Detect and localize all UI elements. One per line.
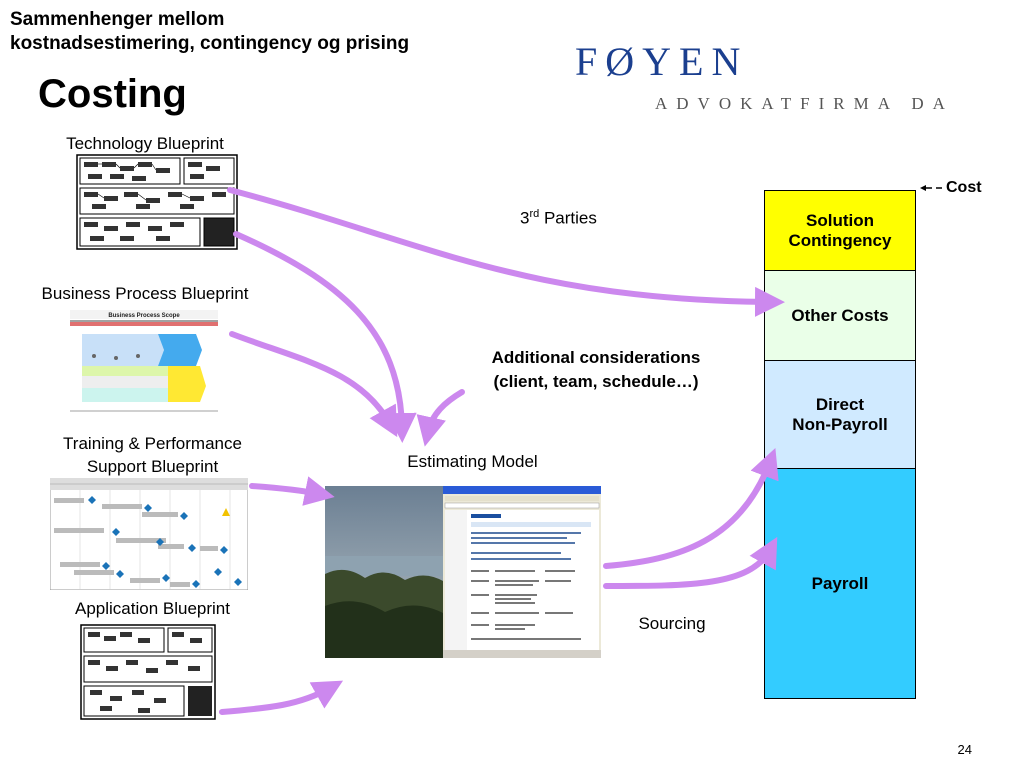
- cost-label: Cost: [920, 179, 982, 197]
- arrow-business-process-to-estimating-model: [229, 331, 398, 438]
- segment-label: Other Costs: [791, 305, 889, 325]
- training-label-line-1: Training & Performance: [63, 434, 242, 453]
- arrow-estimating-to-direct-non-payroll: [603, 448, 779, 569]
- technology-blueprint-thumbnail: [76, 154, 238, 250]
- arrow-estimating-to-payroll: [603, 536, 778, 589]
- segment-label-line-2: Non-Payroll: [792, 414, 888, 434]
- business-process-diagram: Business Process Scope: [68, 306, 220, 418]
- technology-blueprint-diagram: [76, 154, 238, 250]
- estimating-model-label: Estimating Model: [407, 452, 538, 471]
- business-process-blueprint-label: Business Process Blueprint: [41, 284, 249, 303]
- payroll-segment: Payroll: [764, 468, 916, 699]
- segment-label: Payroll: [811, 573, 869, 593]
- application-blueprint-label: Application Blueprint: [75, 599, 230, 618]
- slide-title: Costing: [38, 72, 187, 116]
- training-blueprint-label: Training & Performance Support Blueprint: [30, 432, 275, 478]
- additional-considerations-line-2: (client, team, schedule…): [493, 372, 699, 391]
- foyen-logo: FØYEN: [575, 39, 749, 84]
- training-blueprint-thumbnail: [50, 478, 248, 590]
- segment-label-line-2: Contingency: [788, 230, 892, 250]
- third-parties-superscript: rd: [529, 208, 540, 220]
- cost-pointer-arrow-icon: [920, 185, 942, 191]
- arrow-technology-to-estimating-model: [233, 231, 417, 443]
- third-parties-text: Parties: [539, 208, 597, 228]
- application-blueprint-diagram: [80, 624, 216, 720]
- segment-label-line-1: Solution: [806, 210, 874, 230]
- technology-blueprint-label: Technology Blueprint: [66, 134, 224, 153]
- segment-label-line-1: Direct: [815, 394, 865, 414]
- business-process-scope-title: Business Process Scope: [108, 313, 180, 319]
- arrow-considerations-to-estimating-model: [416, 389, 465, 447]
- sourcing-label: Sourcing: [638, 614, 706, 633]
- page-number: 24: [957, 742, 972, 757]
- foyen-logo-tagline: ADVOKATFIRMA DA: [655, 94, 954, 113]
- subtitle-line-1: Sammenhenger mellom: [10, 9, 225, 30]
- slide-subtitle: Sammenhenger mellom kostnadsestimering, …: [10, 8, 570, 56]
- estimating-model-screenshot: [325, 486, 601, 658]
- training-blueprint-diagram: [50, 478, 248, 590]
- arrow-technology-to-other-costs: [227, 187, 785, 317]
- business-process-blueprint-thumbnail: Business Process Scope: [68, 306, 220, 418]
- estimating-model-image: [325, 486, 601, 658]
- other-costs-segment: Other Costs: [764, 270, 916, 361]
- cost-label-text: Cost: [946, 179, 982, 196]
- training-label-line-2: Support Blueprint: [86, 457, 219, 476]
- additional-considerations-label: Additional considerations (client, team,…: [456, 346, 736, 394]
- additional-considerations-line-1: Additional considerations: [491, 348, 701, 367]
- arrow-application-to-estimating-model: [219, 680, 344, 715]
- arrow-training-to-estimating-model: [249, 476, 335, 506]
- application-blueprint-thumbnail: [80, 624, 216, 720]
- third-parties-label: 3rd Parties: [520, 208, 597, 229]
- subtitle-line-2: kostnadsestimering, contingency og prisi…: [10, 33, 410, 54]
